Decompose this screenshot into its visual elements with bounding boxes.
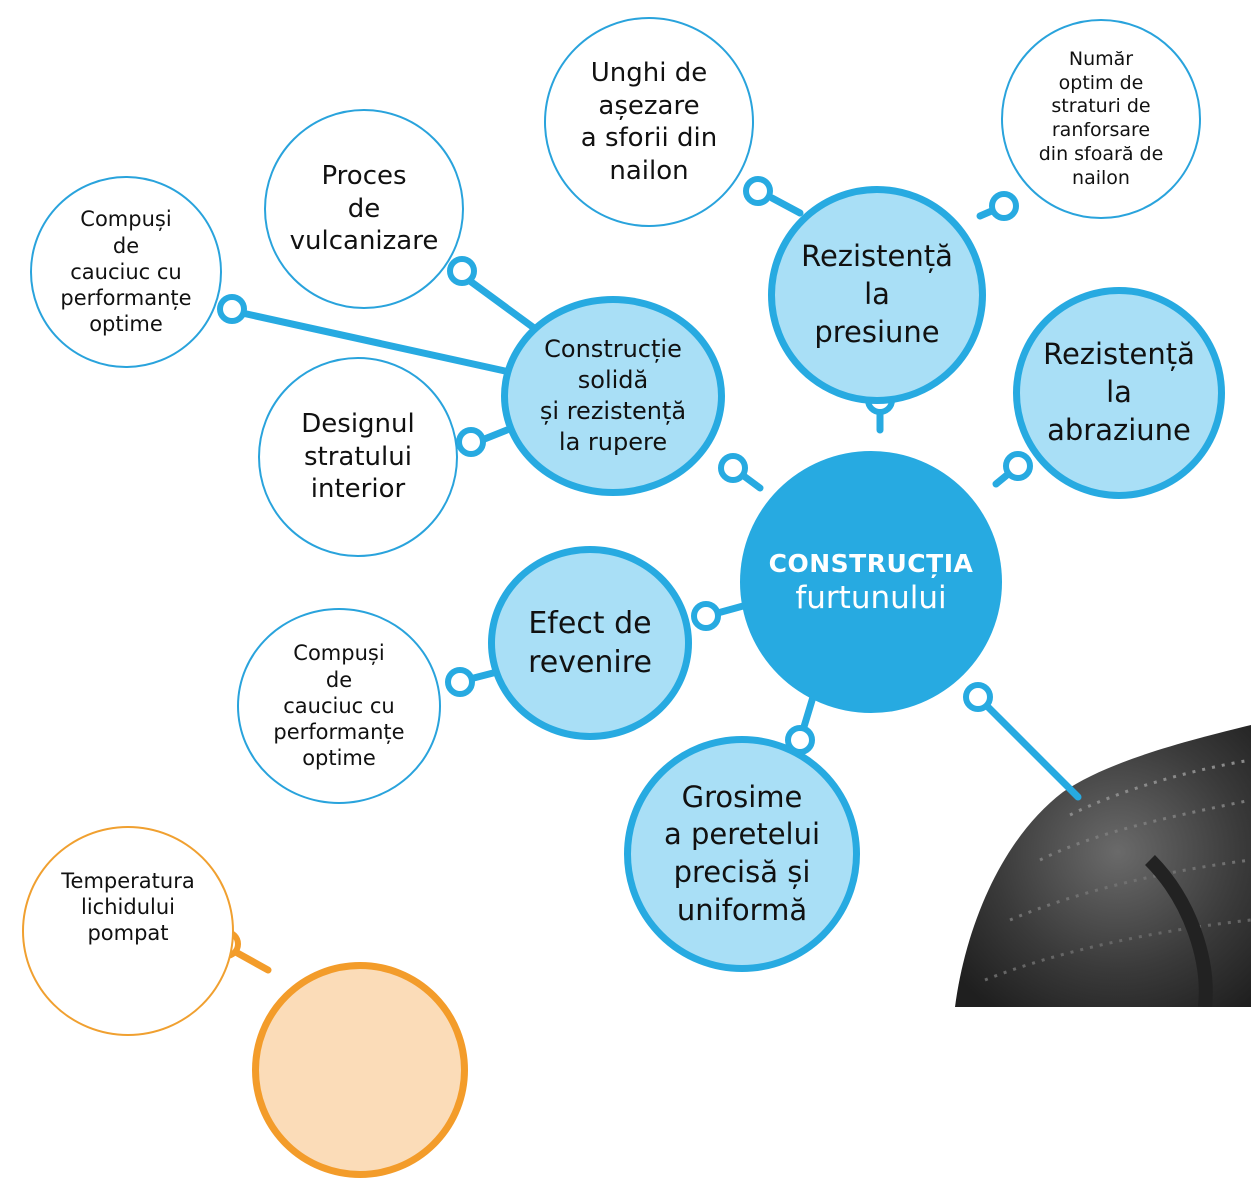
node-proces-vulcanizare: Proces de vulcanizare — [264, 109, 464, 309]
node-rezistenta-abraziune: Rezistență la abraziune — [1013, 287, 1225, 499]
node-unghi-asezare-label: Unghi de așezare a sforii din nailon — [580, 58, 718, 186]
node-numar-straturi: Număr optim de straturi de ranforsare di… — [1001, 19, 1201, 219]
center-subtitle: furtunului — [795, 579, 947, 616]
node-compusi-cauciuc-top: Compuși de cauciuc cu performanțe optime — [30, 176, 222, 368]
node-compusi-cauciuc-top-label: Compuși de cauciuc cu performanțe optime — [60, 207, 192, 337]
node-proces-vulcanizare-label: Proces de vulcanizare — [289, 161, 439, 257]
node-unghi-asezare: Unghi de așezare a sforii din nailon — [544, 17, 754, 227]
node-temperatura-lichidului: Temperatura lichidului pompat — [22, 826, 234, 1036]
node-constructie-solida-label: Construcție solidă și rezistență la rupe… — [539, 334, 687, 457]
node-compusi-cauciuc-bottom: Compuși de cauciuc cu performanțe optime — [237, 608, 441, 804]
node-grosime-perete: Grosime a peretelui precisă și uniformă — [624, 736, 860, 972]
node-temperatura-lichidului-label: Temperatura lichidului pompat — [61, 868, 195, 946]
node-numar-straturi-label: Număr optim de straturi de ranforsare di… — [1038, 47, 1164, 189]
hose-construction-diagram: Unghi de așezare a sforii din nailon Num… — [22, 17, 1251, 1178]
node-rezistenta-presiune-label: Rezistență la presiune — [801, 239, 953, 349]
node-rezistenta-abraziune-label: Rezistență la abraziune — [1043, 337, 1195, 447]
node-grosime-perete-label: Grosime a peretelui precisă și uniformă — [663, 779, 821, 927]
node-designul-stratului-label: Designul stratului interior — [301, 409, 415, 505]
center-title: CONSTRUCȚIA — [768, 548, 974, 578]
node-rezistenta-presiune: Rezistență la presiune — [768, 186, 986, 404]
node-compusi-cauciuc-bottom-label: Compuși de cauciuc cu performanțe optime — [273, 641, 405, 771]
node-designul-stratului: Designul stratului interior — [258, 357, 458, 557]
node-efect-revenire: Efect de revenire — [488, 546, 692, 740]
center-node-constructia-furtunului: CONSTRUCȚIA furtunului — [740, 451, 1002, 713]
orange-branch-node — [252, 962, 468, 1178]
node-constructie-solida: Construcție solidă și rezistență la rupe… — [501, 296, 725, 496]
node-efect-revenire-label: Efect de revenire — [528, 606, 652, 680]
hose-photo — [955, 725, 1251, 1007]
